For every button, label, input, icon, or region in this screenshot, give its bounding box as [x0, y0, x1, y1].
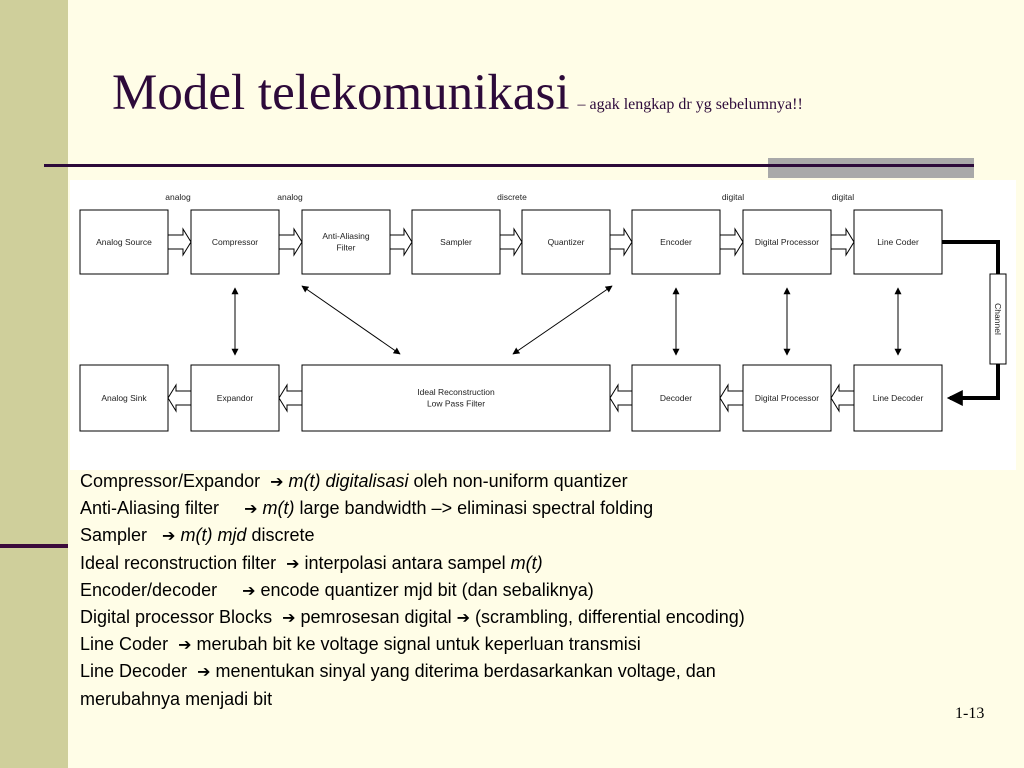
link-arrow-diagonal-right — [512, 285, 613, 355]
note-line-2: Anti-Aliasing filter ➔ m(t) large bandwi… — [80, 495, 745, 522]
signal-label-analog-1: analog — [165, 192, 191, 202]
title-main: Model telekomunikasi — [112, 65, 570, 121]
note-text: Ideal reconstruction filter — [80, 552, 287, 573]
arrow-icon: ➔ — [244, 499, 258, 519]
line-coder-block — [853, 209, 943, 275]
expandor-label: Expandor — [217, 393, 254, 403]
note-line-4: Ideal reconstruction filter ➔ interpolas… — [80, 550, 745, 577]
arrow-icon: ➔ — [270, 472, 284, 491]
analog-source-label: Analog Source — [96, 237, 152, 247]
note-emphasis: m(t) mjd — [180, 525, 247, 546]
left-accent-band — [0, 0, 68, 768]
arrow-icon: ➔ — [162, 526, 176, 546]
note-line-5: Encoder/decoder ➔ encode quantizer mjd b… — [80, 577, 745, 604]
expandor-block — [190, 364, 280, 432]
line-decoder-label: Line Decoder — [873, 393, 924, 403]
note-emphasis: m(t) — [262, 498, 295, 519]
note-text: oleh non-uniform quantizer — [408, 471, 628, 491]
note-text: Digital processor Blocks — [80, 606, 283, 627]
channel-path-out — [942, 240, 1000, 274]
arrow-bottom-4 — [719, 383, 744, 413]
ideal-reconstruction-filter-block — [301, 364, 611, 432]
arrow-top-2 — [278, 227, 303, 257]
title-rule-accent — [768, 158, 974, 178]
note-line-3: Sampler ➔ m(t) mjd discrete — [80, 522, 745, 549]
encoder-block — [631, 209, 721, 275]
note-text: pemrosesan digital — [295, 606, 457, 627]
arrow-icon: ➔ — [282, 607, 296, 627]
arrow-bottom-3 — [609, 383, 633, 413]
note-text: (scrambling, differential encoding) — [469, 606, 745, 627]
note-text: interpolasi antara sampel — [299, 552, 511, 573]
note-line-1: Compressor/Expandor ➔ m(t) digitalisasi … — [80, 468, 745, 495]
note-text: discrete — [246, 525, 315, 546]
note-text: encode quantizer mjd bit (dan sebaliknya… — [255, 579, 594, 600]
note-text: Encoder/decoder — [80, 579, 243, 600]
title-rule — [44, 164, 974, 167]
arrow-icon: ➔ — [456, 607, 470, 627]
sampler-block — [411, 209, 501, 275]
analog-source-block — [79, 209, 169, 275]
arrow-bottom-2 — [278, 383, 303, 413]
slide-title: Model telekomunikasi – agak lengkap dr yg… — [112, 64, 803, 122]
compressor-label: Compressor — [212, 237, 258, 247]
link-arrow-diagonal-left — [301, 285, 401, 355]
explanation-notes: Compressor/Expandor ➔ m(t) digitalisasi … — [80, 468, 745, 713]
signal-label-analog-2: analog — [277, 192, 303, 202]
signal-label-digital-1: digital — [722, 192, 744, 202]
note-text: merubahnya menjadi bit — [80, 688, 273, 709]
channel-label: Channel — [993, 303, 1003, 335]
page-number: 1-13 — [955, 705, 985, 722]
analog-sink-label: Analog Sink — [101, 393, 147, 403]
arrow-top-1 — [167, 227, 192, 257]
note-text: menentukan sinyal yang diterima berdasar… — [210, 661, 716, 682]
note-text: Line Coder — [80, 634, 179, 655]
quantizer-label: Quantizer — [548, 237, 585, 247]
compressor-block — [190, 209, 280, 275]
decoder-block — [631, 364, 721, 432]
arrow-icon: ➔ — [286, 553, 300, 573]
title-subtitle: – agak lengkap dr yg sebelumnya!! — [577, 96, 803, 113]
note-line-9: merubahnya menjadi bit — [80, 686, 745, 713]
arrow-top-4 — [499, 227, 523, 257]
channel-block — [989, 273, 1007, 365]
note-text: Compressor/Expandor — [80, 471, 271, 491]
arrow-icon: ➔ — [197, 662, 211, 682]
arrow-top-5 — [609, 227, 633, 257]
note-text: large bandwidth –> eliminasi spectral fo… — [294, 498, 654, 519]
arrow-bottom-5 — [830, 383, 855, 413]
note-text: merubah bit ke voltage signal untuk kepe… — [191, 634, 641, 655]
digital-processor-tx-block — [742, 209, 832, 275]
decoder-label: Decoder — [660, 393, 692, 403]
signal-label-digital-2: digital — [832, 192, 854, 202]
note-emphasis: m(t) digitalisasi — [288, 471, 409, 491]
anti-aliasing-filter-block — [301, 209, 391, 275]
note-text: Anti-Aliasing filter — [80, 498, 245, 519]
signal-label-discrete: discrete — [497, 192, 527, 202]
arrow-icon: ➔ — [178, 635, 192, 655]
arrow-bottom-1 — [167, 383, 192, 413]
note-line-8: Line Decoder ➔ menentukan sinyal yang di… — [80, 658, 745, 685]
note-emphasis: m(t) — [510, 552, 543, 573]
quantizer-block — [521, 209, 611, 275]
note-text: Sampler — [80, 525, 163, 546]
digital-processor-tx-label: Digital Processor — [755, 237, 819, 247]
arrow-icon: ➔ — [242, 580, 256, 600]
line-coder-label: Line Coder — [877, 237, 919, 247]
note-line-6: Digital processor Blocks ➔ pemrosesan di… — [80, 604, 745, 631]
encoder-label: Encoder — [660, 237, 692, 247]
digital-processor-rx-label: Digital Processor — [755, 393, 819, 403]
arrow-top-3 — [389, 227, 413, 257]
left-accent-line — [0, 544, 68, 548]
note-text: Line Decoder — [80, 661, 198, 682]
channel-path-in — [946, 364, 1000, 406]
arrow-top-7 — [830, 227, 855, 257]
arrow-top-6 — [719, 227, 744, 257]
note-line-7: Line Coder ➔ merubah bit ke voltage sign… — [80, 631, 745, 658]
sampler-label: Sampler — [440, 237, 472, 247]
